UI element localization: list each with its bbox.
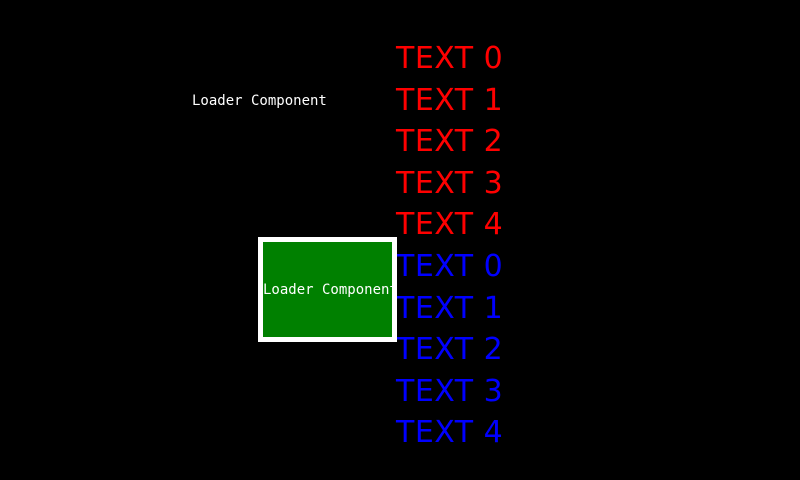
loader-component-title: Loader Component xyxy=(192,93,327,109)
text-row: TEXT 2 xyxy=(396,332,504,368)
text-row: TEXT 0 xyxy=(396,248,504,284)
text-row: TEXT 2 xyxy=(396,124,504,160)
text-row: TEXT 3 xyxy=(396,165,504,201)
text-row: TEXT 4 xyxy=(396,207,504,243)
loader-box-fill: Loader Component xyxy=(263,242,392,337)
loader-component-box[interactable]: Loader Component xyxy=(258,237,397,342)
text-row: TEXT 1 xyxy=(396,82,504,118)
text-row: TEXT 0 xyxy=(396,41,504,76)
loader-box-label: Loader Component xyxy=(263,281,392,298)
text-row: TEXT 3 xyxy=(396,373,504,409)
text-row: TEXT 1 xyxy=(396,290,504,326)
text-list: TEXT 0 TEXT 1 TEXT 2 TEXT 3 TEXT 4 TEXT 0 TEXT… xyxy=(396,38,800,454)
text-row: TEXT 4 xyxy=(396,415,504,451)
